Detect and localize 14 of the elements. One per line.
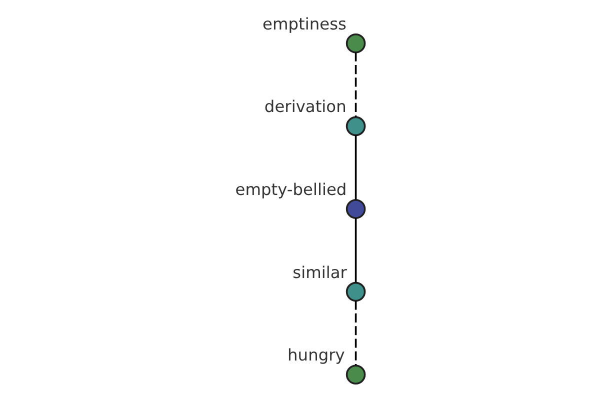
node-circle [346,282,366,302]
node-circle [346,116,366,136]
node-circle [346,34,366,54]
node-label: similar [292,262,347,282]
node-label: hungry [288,346,345,365]
node-circle [346,199,366,219]
connector [354,300,357,366]
connector [354,135,357,200]
node-circle [346,364,366,384]
connector [354,52,357,117]
node-label: emptiness [262,14,346,34]
connector [354,218,357,282]
node-label: empty-bellied [235,180,347,199]
node-label: derivation [264,97,346,116]
